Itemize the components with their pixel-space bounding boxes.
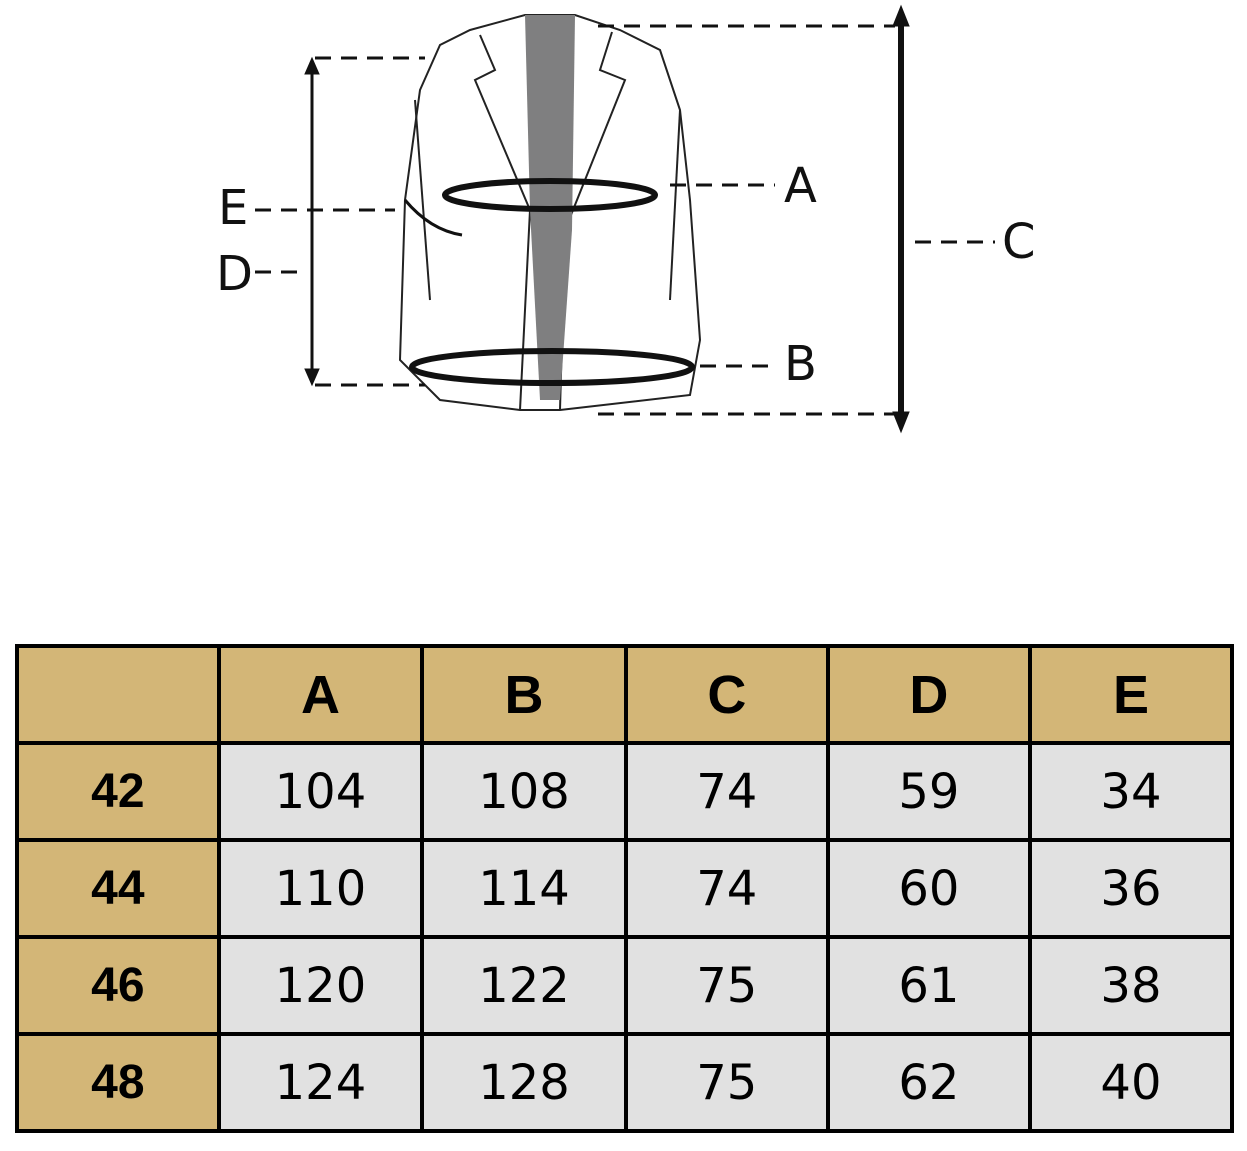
- value-cell: 40: [1027, 1032, 1235, 1133]
- value-cell: 122: [420, 935, 628, 1036]
- value-cell: 104: [216, 741, 425, 842]
- label-e: E: [218, 180, 249, 236]
- value-cell: 61: [825, 935, 1032, 1036]
- value-cell: 114: [420, 838, 628, 939]
- value-cell: 75: [623, 1032, 830, 1133]
- value-cell: 59: [825, 741, 1032, 842]
- value-cell: 124: [216, 1032, 425, 1133]
- header-cell: [15, 644, 221, 745]
- value-cell: 74: [623, 741, 830, 842]
- value-cell: 128: [420, 1032, 628, 1133]
- header-cell: B: [420, 644, 628, 745]
- value-cell: 62: [825, 1032, 1032, 1133]
- size-cell: 42: [15, 741, 221, 842]
- value-cell: 38: [1027, 935, 1235, 1036]
- header-cell: D: [825, 644, 1032, 745]
- measure-loop-a: [442, 178, 658, 212]
- table-row: 46 120 122 75 61 38: [15, 935, 1235, 1036]
- size-cell: 44: [15, 838, 221, 939]
- size-chart-table: A B C D E 42 104 108 74 59 34 44 110 114…: [15, 644, 1235, 1133]
- size-cell: 48: [15, 1032, 221, 1133]
- value-cell: 60: [825, 838, 1032, 939]
- jacket-illustration: [255, 4, 995, 434]
- table-row: 44 110 114 74 60 36: [15, 838, 1235, 939]
- value-cell: 120: [216, 935, 425, 1036]
- value-cell: 36: [1027, 838, 1235, 939]
- label-c: C: [1002, 214, 1036, 270]
- label-b: B: [784, 336, 817, 392]
- value-cell: 108: [420, 741, 628, 842]
- value-cell: 75: [623, 935, 830, 1036]
- header-cell: E: [1027, 644, 1235, 745]
- header-row: A B C D E: [15, 644, 1235, 745]
- label-d: D: [216, 246, 253, 302]
- value-cell: 110: [216, 838, 425, 939]
- table-row: 42 104 108 74 59 34: [15, 741, 1235, 842]
- header-cell: A: [216, 644, 425, 745]
- measure-loop-b: [409, 348, 695, 386]
- label-a: A: [784, 158, 817, 214]
- jacket-measurement-diagram: A B C D E: [0, 0, 1247, 440]
- table-row: 48 124 128 75 62 40: [15, 1032, 1235, 1133]
- value-cell: 74: [623, 838, 830, 939]
- value-cell: 34: [1027, 741, 1235, 842]
- size-cell: 46: [15, 935, 221, 1036]
- header-cell: C: [623, 644, 830, 745]
